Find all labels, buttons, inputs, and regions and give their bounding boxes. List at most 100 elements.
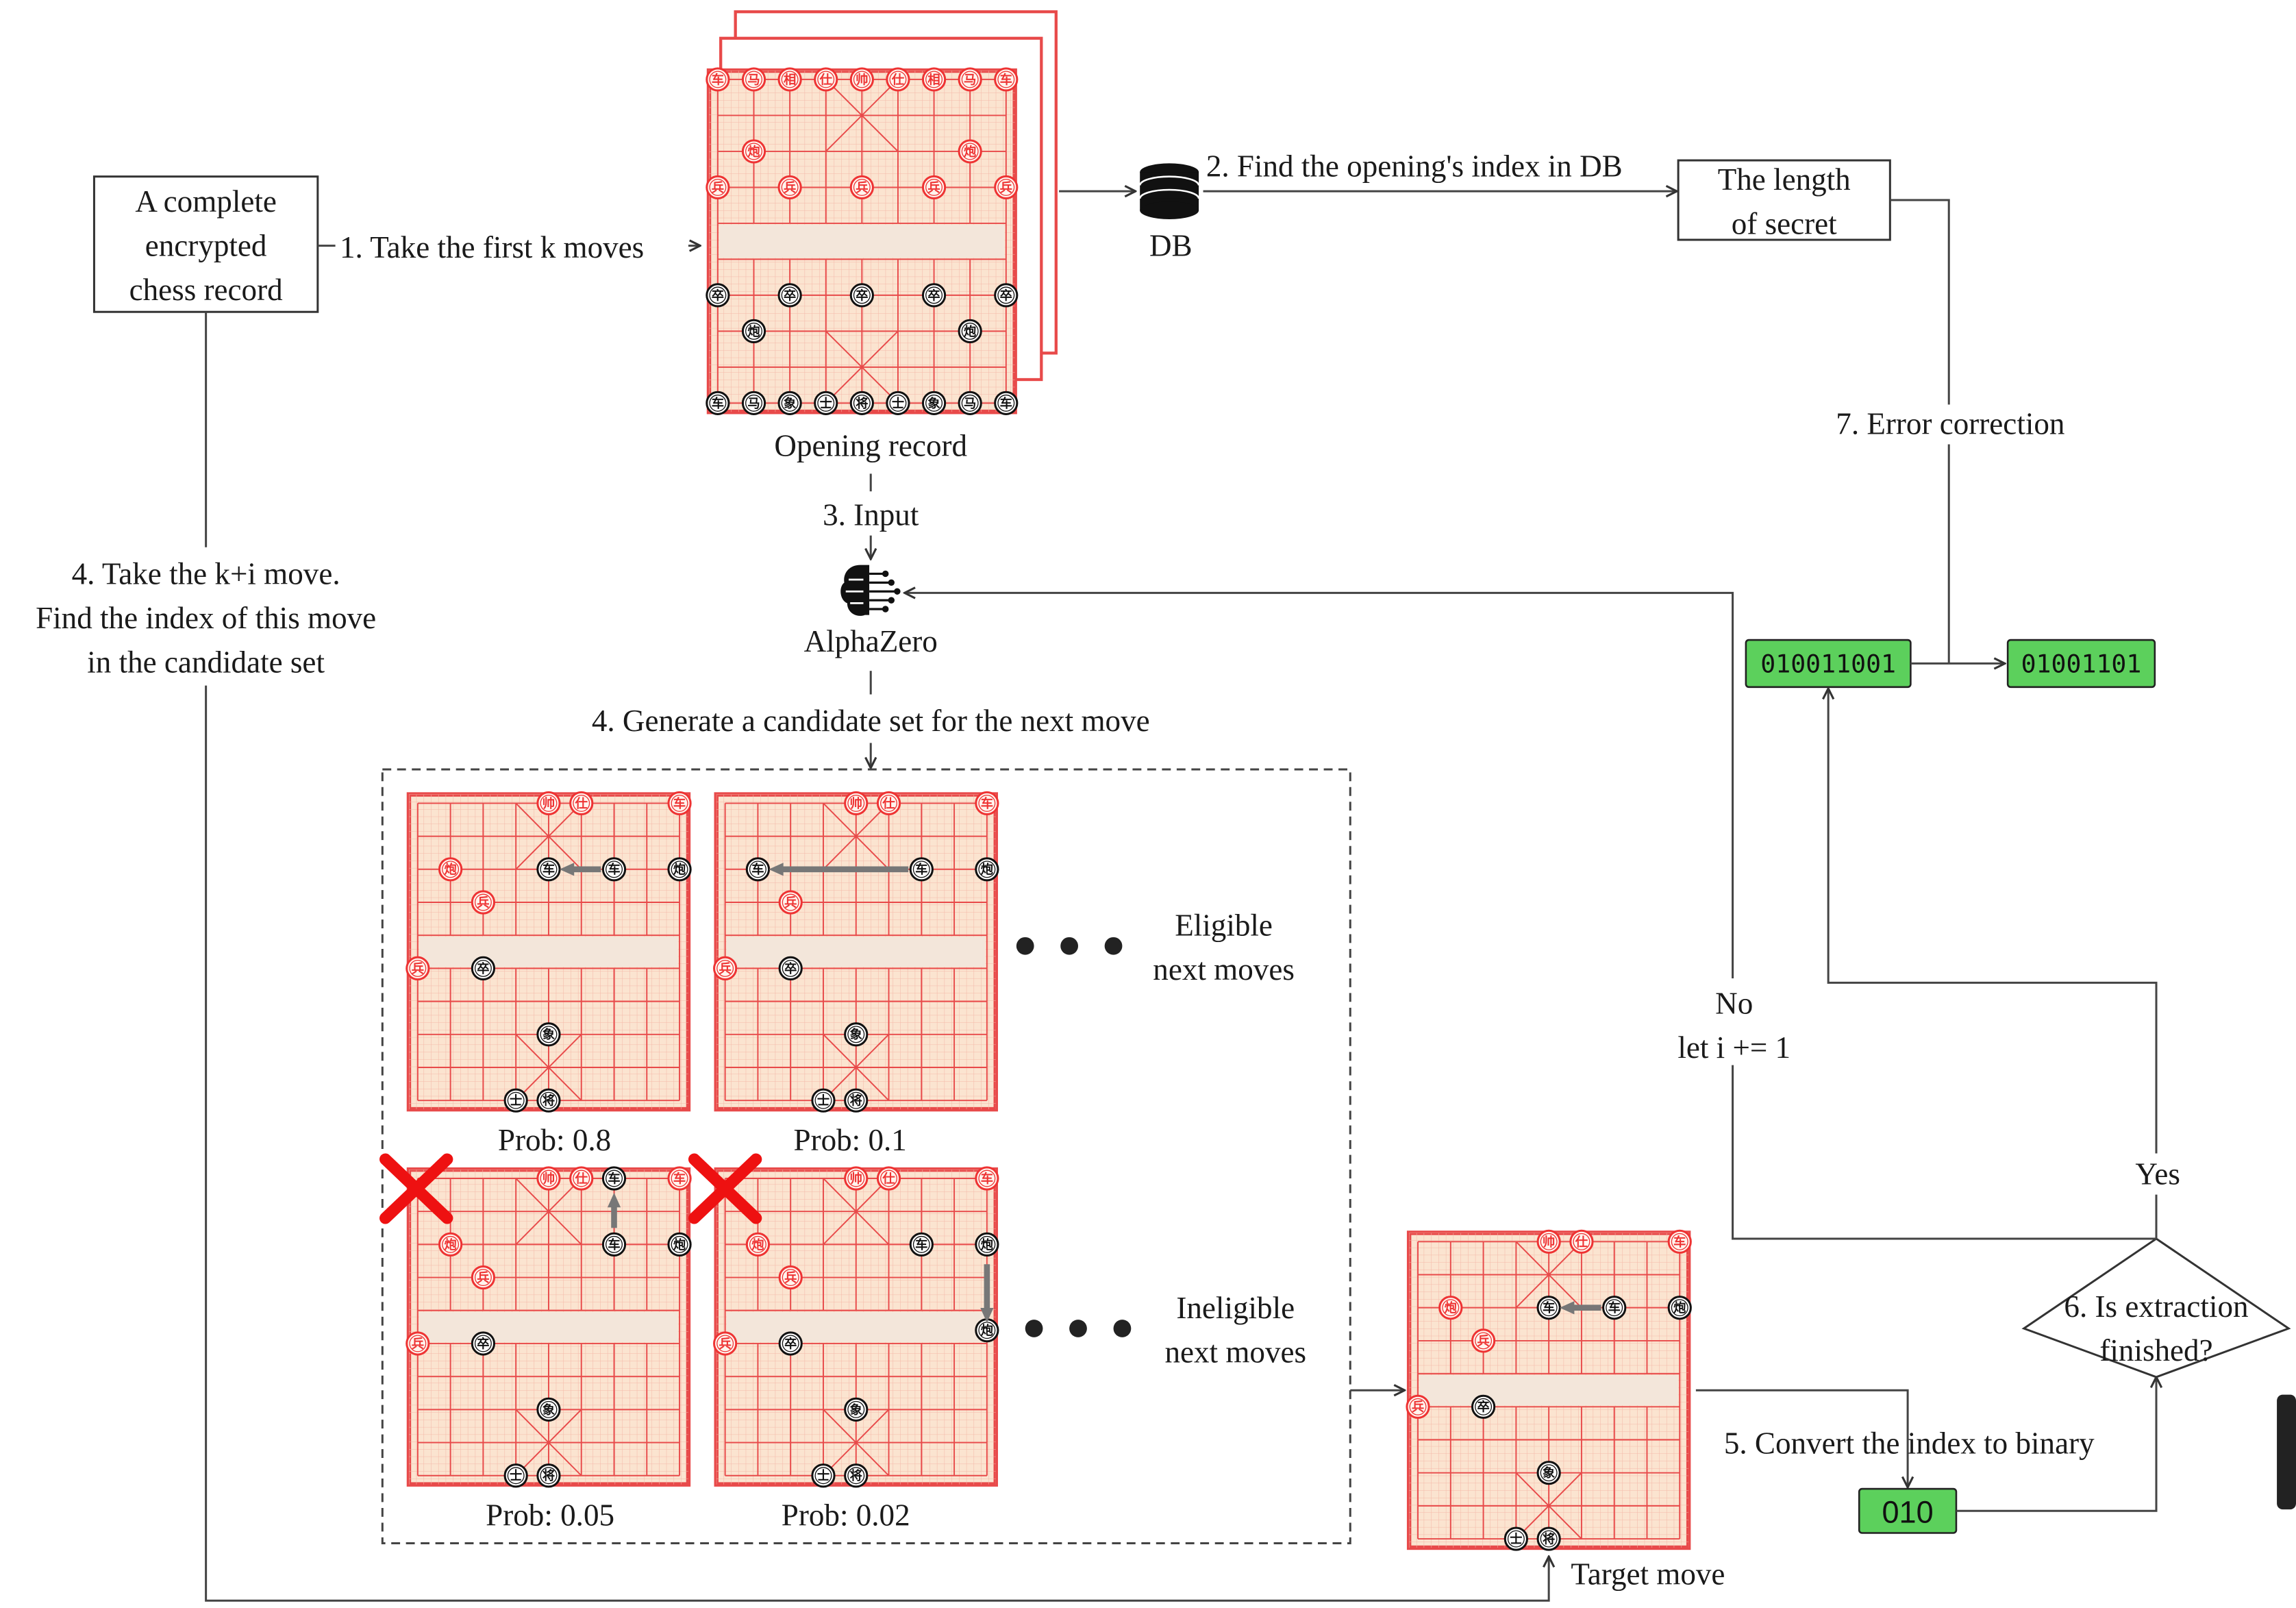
svg-text:兵: 兵 — [412, 1337, 424, 1351]
svg-text:象: 象 — [1543, 1465, 1556, 1481]
svg-text:炮: 炮 — [981, 1323, 993, 1338]
svg-text:车: 车 — [1608, 1300, 1621, 1315]
db-label: DB — [1149, 229, 1193, 263]
svg-text:卒: 卒 — [784, 1336, 797, 1351]
extracted-bits: 010011001 — [1760, 649, 1896, 678]
step1-label: 1. Take the first k moves — [340, 230, 644, 264]
svg-text:马: 马 — [964, 397, 976, 411]
svg-text:卒: 卒 — [856, 288, 868, 303]
svg-text:车: 车 — [1000, 396, 1012, 411]
svg-text:象: 象 — [927, 396, 940, 411]
binary-index: 010 — [1882, 1494, 1933, 1529]
eligible-ellipsis — [1016, 937, 1123, 955]
yes-label: Yes — [2135, 1157, 2180, 1191]
svg-text:炮: 炮 — [673, 862, 686, 877]
step4-left-line-2: Find the index of this move — [36, 601, 376, 635]
svg-text:仕: 仕 — [575, 796, 588, 811]
svg-text:士: 士 — [820, 397, 832, 411]
prob-label-1: Prob: 0.8 — [498, 1123, 611, 1157]
svg-text:车: 车 — [915, 1237, 927, 1252]
svg-text:帅: 帅 — [542, 796, 555, 811]
extraction-finished-decision: 6. Is extraction finished? — [2021, 1237, 2291, 1378]
candidate-board-3: 帅仕车炮兵兵卒象士将车车炮 — [405, 1166, 692, 1488]
no-label-line-1: No — [1715, 986, 1753, 1020]
svg-text:炮: 炮 — [964, 144, 976, 159]
svg-text:炮: 炮 — [981, 1237, 993, 1252]
target-move-label: Target move — [1571, 1557, 1725, 1592]
database-icon — [1138, 163, 1200, 219]
svg-text:兵: 兵 — [719, 1337, 732, 1351]
neural-brain-icon — [840, 565, 901, 616]
step4-generate-label: 4. Generate a candidate set for the next… — [592, 704, 1150, 738]
svg-text:炮: 炮 — [747, 324, 760, 339]
svg-text:士: 士 — [1510, 1533, 1522, 1547]
step7-label: 7. Error correction — [1836, 406, 2064, 441]
svg-text:车: 车 — [673, 796, 686, 811]
step4-left-line-1: 4. Take the k+i move. — [72, 556, 340, 591]
svg-text:士: 士 — [510, 1094, 522, 1109]
svg-text:士: 士 — [817, 1469, 829, 1483]
svg-text:卒: 卒 — [927, 288, 940, 303]
no-label-line-2: let i += 1 — [1677, 1030, 1790, 1065]
svg-text:车: 车 — [751, 862, 764, 877]
svg-text:士: 士 — [510, 1469, 522, 1483]
svg-text:仕: 仕 — [891, 72, 904, 87]
svg-text:车: 车 — [608, 1237, 620, 1252]
svg-text:兵: 兵 — [784, 181, 796, 195]
ineligible-ellipsis — [1025, 1320, 1132, 1337]
prob-label-2: Prob: 0.1 — [794, 1123, 907, 1157]
svg-text:象: 象 — [850, 1402, 863, 1418]
corrected-bits: 01001101 — [2021, 649, 2142, 678]
svg-text:兵: 兵 — [412, 962, 424, 976]
svg-text:兵: 兵 — [927, 181, 940, 195]
edge-tab — [2277, 1394, 2296, 1510]
svg-text:车: 车 — [1673, 1235, 1686, 1250]
svg-text:兵: 兵 — [784, 895, 797, 910]
svg-text:炮: 炮 — [1445, 1300, 1457, 1315]
svg-text:将: 将 — [850, 1093, 862, 1109]
svg-text:将: 将 — [542, 1093, 555, 1109]
svg-text:帅: 帅 — [850, 796, 862, 811]
opening-record-label: Opening record — [774, 429, 967, 463]
svg-text:卒: 卒 — [712, 288, 724, 303]
svg-text:车: 车 — [915, 862, 927, 877]
svg-text:兵: 兵 — [856, 181, 868, 195]
svg-text:兵: 兵 — [719, 962, 732, 976]
svg-text:炮: 炮 — [444, 1237, 456, 1252]
svg-text:兵: 兵 — [712, 181, 724, 195]
svg-text:卒: 卒 — [784, 961, 797, 976]
svg-text:车: 车 — [608, 1171, 620, 1186]
rejected-cross-icon — [379, 1153, 453, 1224]
svg-text:帅: 帅 — [850, 1171, 862, 1186]
svg-text:炮: 炮 — [1673, 1300, 1686, 1315]
svg-text:帅: 帅 — [856, 72, 868, 87]
svg-text:象: 象 — [850, 1027, 863, 1042]
record-line-3: chess record — [129, 273, 283, 307]
svg-text:卒: 卒 — [1477, 1400, 1489, 1415]
decision-line-2: finished? — [2099, 1333, 2212, 1368]
binary-index-box: 010 — [1858, 1487, 1958, 1534]
svg-text:仕: 仕 — [819, 72, 832, 87]
ineligible-line-1: Ineligible — [1176, 1291, 1295, 1325]
prob-label-4: Prob: 0.02 — [782, 1498, 910, 1533]
svg-text:马: 马 — [747, 73, 760, 87]
svg-text:车: 车 — [712, 72, 724, 87]
svg-text:兵: 兵 — [1412, 1400, 1424, 1415]
svg-text:士: 士 — [817, 1094, 829, 1109]
ineligible-line-2: next moves — [1164, 1335, 1306, 1369]
svg-text:仕: 仕 — [575, 1171, 588, 1186]
svg-text:卒: 卒 — [477, 961, 489, 976]
step5-label: 5. Convert the index to binary — [1724, 1426, 2095, 1461]
svg-text:马: 马 — [747, 397, 760, 411]
rejected-cross-icon — [688, 1153, 762, 1224]
svg-text:炮: 炮 — [981, 862, 993, 877]
svg-text:将: 将 — [850, 1468, 862, 1483]
svg-text:车: 车 — [712, 396, 724, 411]
svg-text:兵: 兵 — [477, 1271, 489, 1285]
svg-text:炮: 炮 — [964, 324, 976, 339]
length-line-1: The length — [1718, 162, 1851, 197]
alphazero-label: AlphaZero — [804, 624, 938, 658]
length-line-2: of secret — [1732, 206, 1837, 240]
